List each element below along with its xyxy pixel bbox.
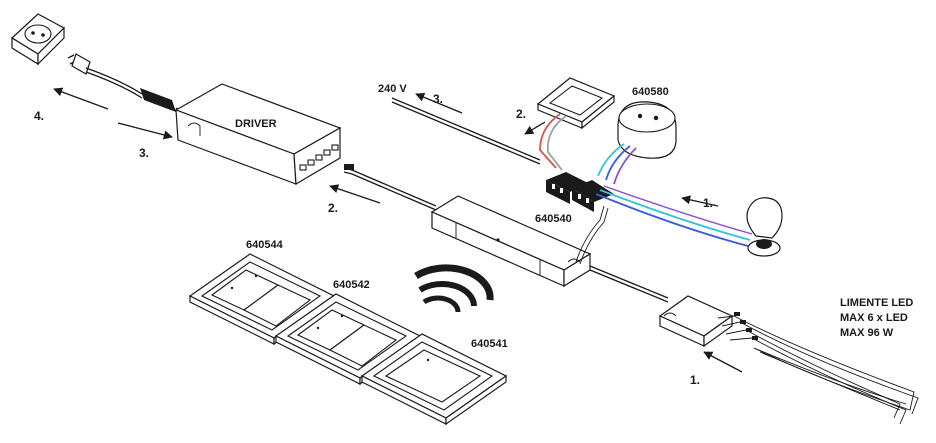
wire-cyan	[597, 143, 625, 177]
power-plug-icon	[67, 53, 143, 99]
receiver-label: 640540	[535, 213, 572, 225]
step-3-mains-label: 3.	[433, 92, 443, 106]
wire-grey	[546, 115, 567, 171]
step-2-switch-label: 2.	[516, 107, 526, 121]
step-1-led-label: 1.	[690, 373, 700, 387]
arrow-step-4-icon	[53, 87, 109, 110]
arrow-step-1-led-icon	[703, 351, 743, 373]
led-limit-line-1: LIMENTE LED	[840, 297, 913, 309]
switch-640542-label: 640542	[333, 279, 370, 291]
driver-label: DRIVER	[235, 118, 277, 130]
led-hub-icon	[658, 295, 734, 348]
arrow-step-3-plug-icon	[117, 122, 173, 140]
arrow-step-2-switch-icon	[524, 121, 546, 135]
wire-red	[539, 113, 561, 169]
arrow-step-3-mains-icon	[415, 92, 463, 114]
switch-640541-icon	[360, 333, 508, 426]
wireless-signal-icon	[414, 264, 494, 313]
driver-unit	[174, 83, 342, 186]
step-4-label: 4.	[34, 109, 44, 123]
arrow-step-2-driver-icon	[329, 184, 381, 204]
switch-640541-label: 640541	[471, 338, 508, 350]
switch-640544-label: 640544	[246, 239, 284, 251]
junction-box-icon	[617, 101, 677, 159]
led-limit-line-2: MAX 6 x LED	[840, 312, 908, 324]
driver-ports-icon	[299, 144, 339, 171]
wire-violet	[613, 147, 637, 185]
arrow-step-1-bulb-icon	[681, 195, 719, 207]
step-2-driver-label: 2.	[328, 201, 338, 215]
wire-blue	[605, 145, 631, 181]
wall-socket-icon	[11, 13, 65, 66]
voltage-label: 240 V	[378, 83, 407, 95]
step-1-bulb-label: 1.	[703, 196, 713, 210]
mains-cable	[391, 97, 541, 161]
led-limit-line-3: MAX 96 W	[840, 327, 894, 339]
light-bulb-icon	[746, 197, 783, 257]
led-strips	[717, 312, 919, 425]
driver-receiver-cable	[343, 167, 437, 207]
junction-box-label: 640580	[632, 86, 669, 98]
receiver-unit	[430, 195, 592, 288]
step-3-plug-label: 3.	[139, 146, 149, 160]
wall-switch-icon	[536, 77, 616, 130]
